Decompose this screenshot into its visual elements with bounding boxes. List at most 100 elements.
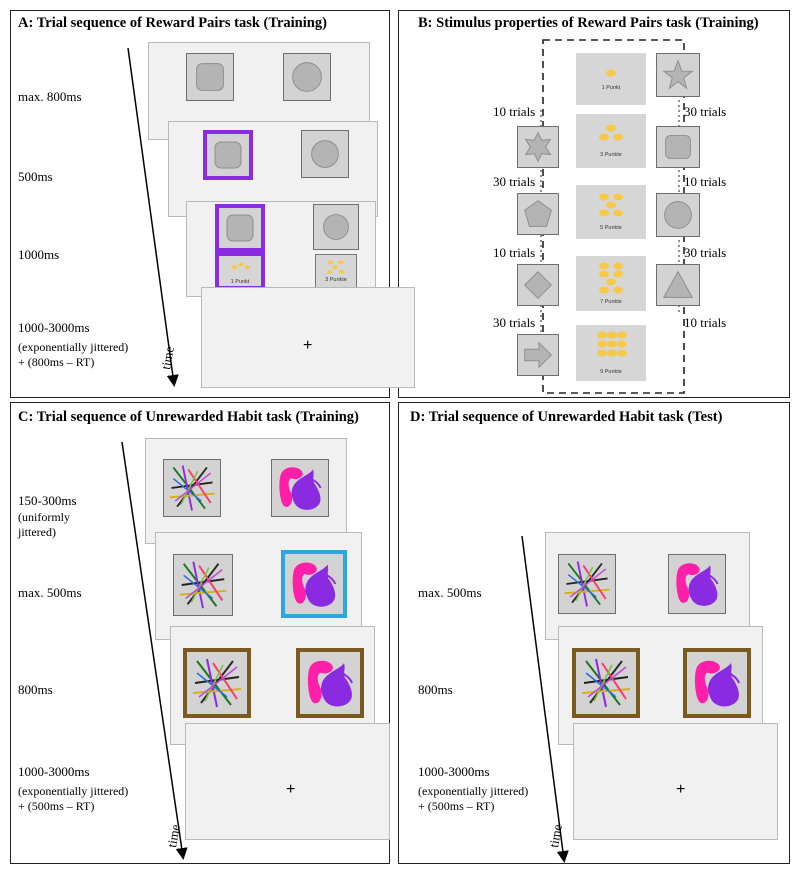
coin-icon — [606, 124, 616, 132]
screen-c2 — [155, 532, 362, 640]
circle-icon — [311, 140, 339, 168]
panel-d-label-3b: (exponentially jittered) — [418, 784, 529, 798]
coin-icon — [606, 201, 616, 209]
reward-caption: 1 Punkt — [230, 279, 250, 285]
diamond-icon — [523, 270, 553, 300]
coin-icon — [599, 193, 609, 201]
coin-icon — [613, 209, 623, 217]
screen-a4: + — [201, 287, 415, 388]
panel-a-label-4c: + (800ms – RT) — [18, 355, 95, 369]
circle-icon — [664, 201, 692, 229]
fixation-cross: + — [676, 781, 686, 798]
stimulus-diamond — [517, 264, 559, 306]
panel-a-label-2: 500ms — [18, 169, 53, 184]
stimulus-arrow — [517, 334, 559, 376]
trials-label-right-4: 10 trials — [684, 315, 727, 330]
panel-c-label-4: 1000-3000ms — [18, 764, 90, 779]
trials-label-left-2: 30 trials — [493, 174, 536, 189]
panel-d-label-3: 1000-3000ms — [418, 764, 490, 779]
stimulus-right — [283, 53, 331, 101]
screen-d1 — [545, 532, 750, 640]
reward-caption: 1 Punkt — [601, 85, 621, 91]
stimulus-blob-feedback — [683, 648, 751, 718]
reward-caption: 5 Punkte — [600, 225, 622, 231]
coin-icon — [599, 133, 609, 141]
panel-c-label-4b: (exponentially jittered) — [18, 784, 129, 798]
coin-icon — [337, 260, 344, 265]
panel-c-label-2: max. 500ms — [18, 585, 82, 600]
panel-a-label-1: max. 800ms — [18, 89, 82, 104]
coin-icon — [607, 331, 617, 339]
stimulus-star-6 — [517, 126, 559, 168]
coin-icon — [617, 349, 627, 357]
panel-c — [10, 402, 390, 864]
coin-icon — [606, 278, 616, 286]
screen-a3: 1 Punkt 3 Punkte — [186, 201, 376, 297]
panel-b — [398, 10, 790, 398]
panel-c-label-4c: + (500ms – RT) — [18, 799, 95, 813]
reward-caption: 9 Punkte — [600, 369, 622, 375]
rounded-square-icon — [196, 63, 224, 91]
time-arrow-d — [521, 535, 569, 863]
coin-icon — [613, 286, 623, 294]
stimulus-right — [301, 130, 349, 178]
coin-icon — [597, 349, 607, 357]
triangle-icon — [662, 270, 694, 298]
reward-3-punkte: 3 Punkte — [576, 114, 646, 168]
circle-icon — [323, 214, 349, 240]
star-5-icon — [662, 59, 694, 90]
trials-label-right-2: 10 trials — [684, 174, 727, 189]
coin-icon — [597, 340, 607, 348]
panel-c-label-1b: (uniformly — [18, 510, 70, 524]
coin-icon — [238, 262, 244, 267]
panel-a-title: A: Trial sequence of Reward Pairs task (… — [18, 15, 327, 31]
stimulus-star-5 — [656, 53, 700, 97]
coin-icon — [613, 270, 623, 278]
stimulus-left-selected — [215, 204, 265, 252]
coin-icon — [607, 349, 617, 357]
panel-b-title: B: Stimulus properties of Reward Pairs t… — [418, 15, 759, 31]
trials-label-left-4: 30 trials — [493, 315, 536, 330]
circle-icon — [292, 62, 322, 92]
coin-icon — [244, 265, 251, 270]
panel-d-label-3c: + (500ms – RT) — [418, 799, 495, 813]
coin-icon — [332, 265, 338, 270]
reward-caption: 7 Punkte — [600, 299, 622, 305]
coin-icon — [613, 133, 623, 141]
coin-icon — [599, 286, 609, 294]
coin-icon — [326, 270, 333, 274]
reward-7-punkte: 7 Punkte — [576, 256, 646, 311]
stimulus-circle — [656, 193, 700, 237]
stimulus-lines-feedback — [183, 648, 251, 718]
reward-9-punkte: 9 Punkte — [576, 325, 646, 381]
stimulus-left-selected — [203, 130, 253, 180]
arrow-icon — [524, 341, 553, 369]
panel-a-label-4: 1000-3000ms — [18, 320, 90, 335]
trials-label-left-1: 10 trials — [493, 104, 536, 119]
fixation-cross: + — [286, 781, 296, 798]
panel-c-label-1c: jittered) — [18, 525, 56, 539]
screen-c4: + — [185, 723, 390, 840]
rounded-square-icon — [665, 135, 691, 159]
stimulus-blob — [668, 554, 726, 614]
coin-icon — [327, 260, 334, 265]
fixation-cross: + — [303, 337, 313, 354]
panel-d-label-1: max. 500ms — [418, 585, 482, 600]
panel-d-title: D: Trial sequence of Unrewarded Habit ta… — [410, 409, 723, 425]
reward-caption: 3 Punkte — [325, 277, 347, 283]
time-arrow-a — [127, 47, 179, 387]
coin-icon — [613, 262, 623, 270]
coin-icon — [231, 265, 238, 270]
panel-a-label-3: 1000ms — [18, 247, 60, 262]
rounded-square-icon — [226, 214, 254, 242]
panel-c-label-1: 150-300ms — [18, 493, 77, 508]
rounded-square-icon — [214, 141, 242, 169]
time-arrow-c — [121, 441, 188, 860]
stimulus-blob-feedback — [296, 648, 364, 718]
coin-icon — [597, 331, 607, 339]
stimulus-lines — [558, 554, 616, 614]
star-6-icon — [524, 131, 552, 163]
coin-icon — [607, 340, 617, 348]
stimulus-pentagon — [517, 193, 559, 235]
